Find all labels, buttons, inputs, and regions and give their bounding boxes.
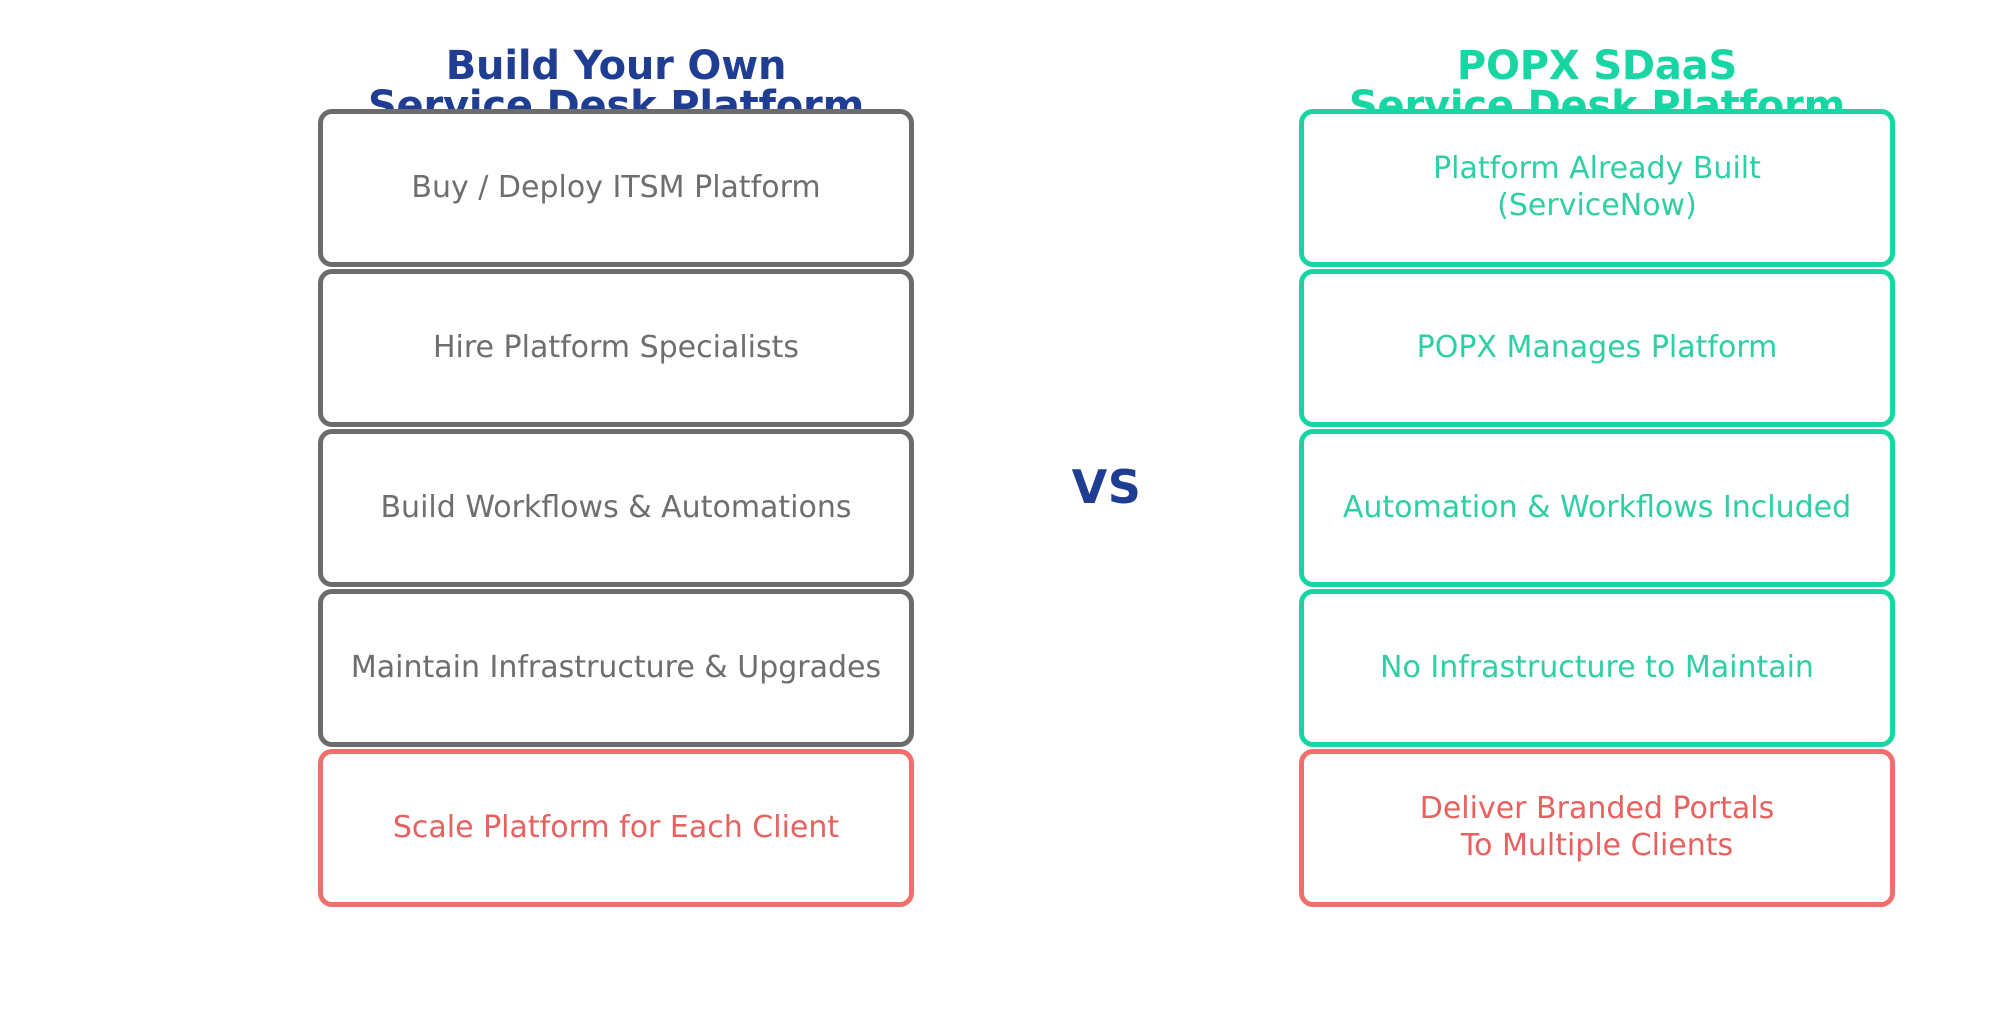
left-step-label-2: Hire Platform Specialists	[432, 329, 800, 365]
right-step-box-3: Automation & Workflows Included	[1299, 429, 1895, 587]
left-step-box-1: Buy / Deploy ITSM Platform	[318, 109, 914, 267]
left-step-box-3: Build Workflows & Automations	[318, 429, 914, 587]
left-step-label-3: Build Workflows & Automations	[380, 489, 852, 525]
right-step-label-3: Automation & Workflows Included	[1342, 489, 1852, 525]
right-step-label-1: Platform Already Built (ServiceNow)	[1433, 151, 1761, 223]
left-step-label-5: Scale Platform for Each Client	[392, 809, 840, 845]
vs-gutter: VS	[914, 0, 1299, 1014]
left-step-box-2: Hire Platform Specialists	[318, 269, 914, 427]
vs-label: VS	[1071, 460, 1142, 514]
left-step-box-5: Scale Platform for Each Client	[318, 749, 914, 907]
left-step-label-1: Buy / Deploy ITSM Platform	[411, 169, 821, 205]
right-step-box-4: No Infrastructure to Maintain	[1299, 589, 1895, 747]
left-step-box-4: Maintain Infrastructure & Upgrades	[318, 589, 914, 747]
left-step-stack: Buy / Deploy ITSM Platform Hire Platform…	[318, 109, 914, 907]
left-step-label-4: Maintain Infrastructure & Upgrades	[350, 649, 882, 685]
left-column: Build Your Own Service Desk Platform Buy…	[318, 0, 914, 907]
right-column: POPX SDaaS Service Desk Platform Platfor…	[1299, 0, 1895, 907]
right-step-label-5: Deliver Branded Portals To Multiple Clie…	[1419, 791, 1775, 863]
right-step-stack: Platform Already Built (ServiceNow) POPX…	[1299, 109, 1895, 907]
right-step-box-5: Deliver Branded Portals To Multiple Clie…	[1299, 749, 1895, 907]
right-step-box-2: POPX Manages Platform	[1299, 269, 1895, 427]
right-column-heading: POPX SDaaS Service Desk Platform	[1348, 43, 1846, 129]
right-step-box-1: Platform Already Built (ServiceNow)	[1299, 109, 1895, 267]
right-step-label-2: POPX Manages Platform	[1416, 329, 1778, 365]
left-column-heading: Build Your Own Service Desk Platform	[367, 43, 865, 129]
right-step-label-4: No Infrastructure to Maintain	[1380, 649, 1814, 685]
